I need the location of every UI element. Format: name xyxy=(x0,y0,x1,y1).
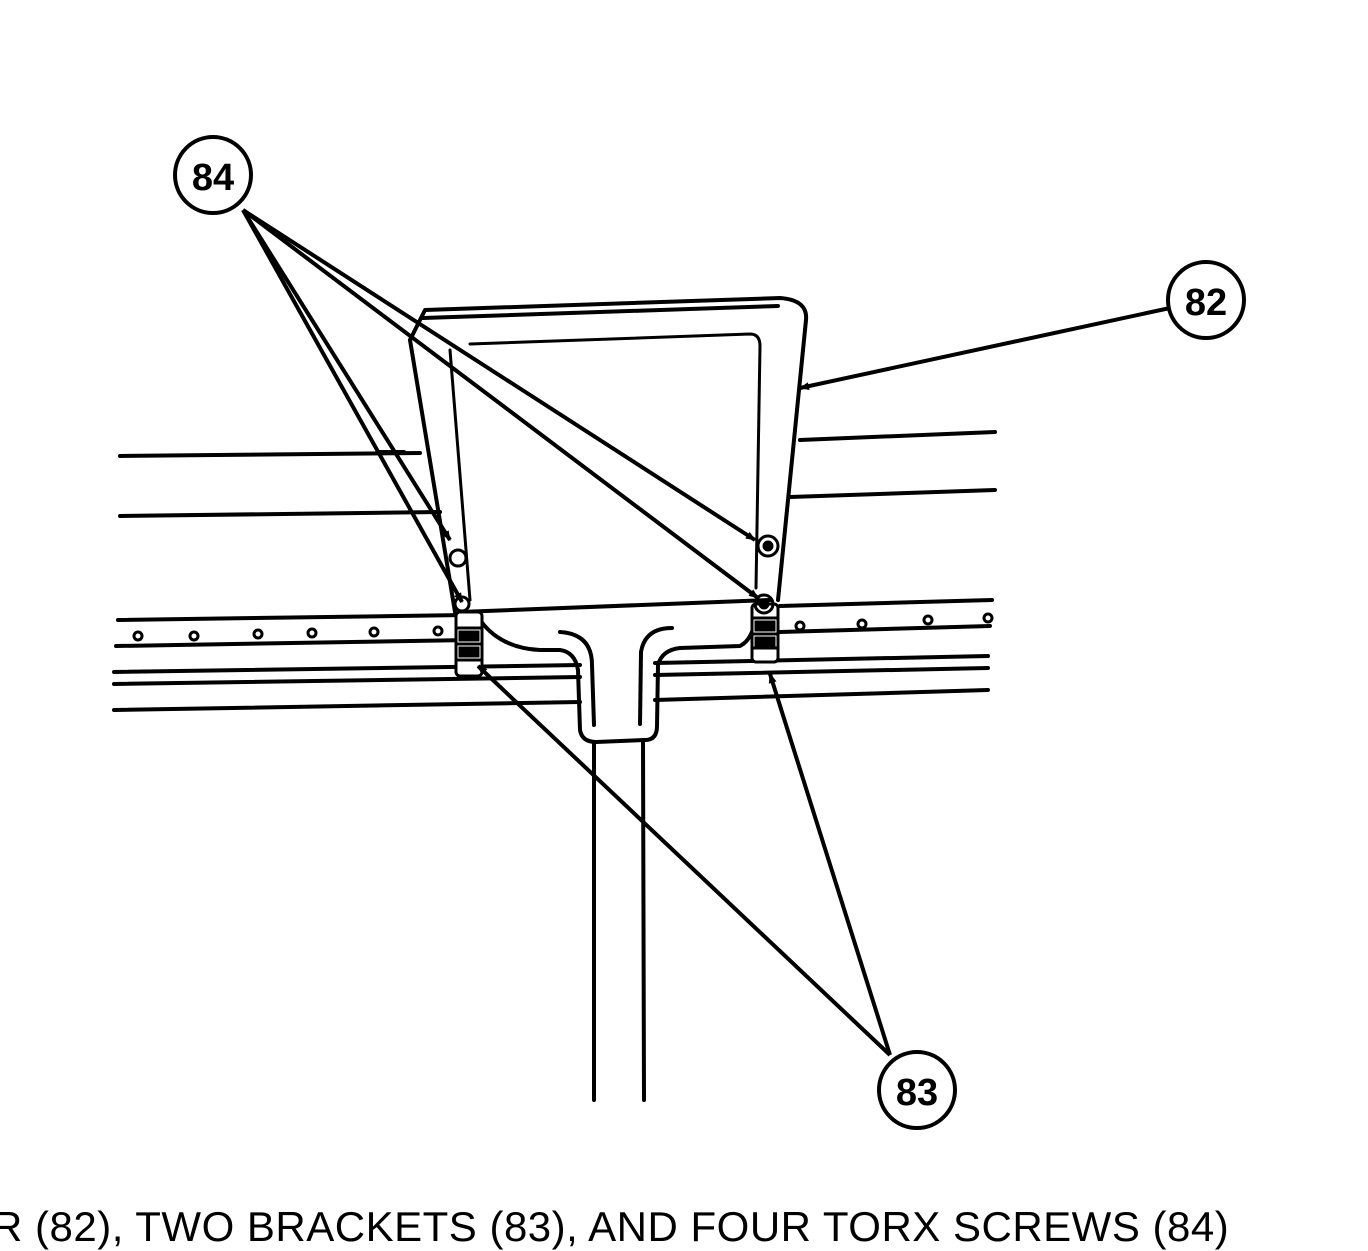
callout-83: 83 xyxy=(877,1050,957,1130)
rail-lines xyxy=(112,430,997,712)
callout-82-label: 82 xyxy=(1185,282,1227,324)
callout-84: 84 xyxy=(173,135,253,215)
left-bracket xyxy=(454,610,484,678)
cover-panel xyxy=(378,296,809,614)
right-bracket xyxy=(750,602,780,664)
figure-caption: R (82), TWO BRACKETS (83), AND FOUR TORX… xyxy=(0,1203,1230,1250)
t-support xyxy=(478,618,757,1102)
rivet-holes xyxy=(132,612,994,642)
callout-82: 82 xyxy=(1166,260,1246,340)
callout-84-label: 84 xyxy=(192,157,234,199)
callout-83-label: 83 xyxy=(896,1072,938,1114)
torx-screws xyxy=(448,534,780,615)
leader-lines xyxy=(241,208,1171,1057)
